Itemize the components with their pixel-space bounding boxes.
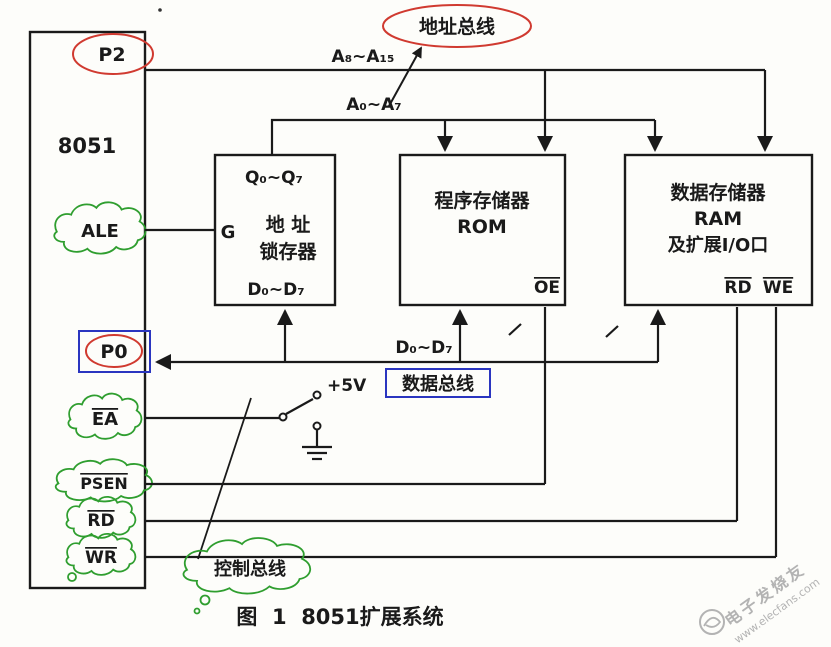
wr-cloud-doodle	[67, 572, 77, 582]
figure-caption: 图 1 8051扩展系统	[236, 605, 443, 629]
pin-p2-label: P2	[98, 44, 125, 66]
ram-type-label: RAM	[694, 208, 742, 230]
ram-io-label: 及扩展I/O口	[668, 234, 769, 256]
latch-name-line2: 锁存器	[259, 240, 317, 263]
ram-name-label: 数据存储器	[670, 181, 766, 204]
address-bus-leader-arrow	[388, 46, 422, 107]
latch-d-range-label: D₀~D₇	[247, 280, 304, 300]
pin-wr-label: WR	[85, 548, 117, 568]
tick-mark	[605, 325, 619, 338]
pin-psen-label: PSEN	[80, 474, 128, 493]
a-high-range-label: A₈~A₁₅	[332, 47, 395, 67]
rom-type-label: ROM	[457, 216, 507, 238]
cloud-tail-bubble-small	[193, 607, 201, 615]
latch-g-pin-label: G	[221, 222, 236, 243]
latch-q-range-label: Q₀~Q₇	[245, 168, 303, 188]
data-bus: D₀~D₇ 数据总线	[155, 309, 666, 398]
data-bus-label: 数据总线	[402, 373, 474, 395]
ram-rd-pin-label: RD	[724, 278, 751, 298]
p0-red-circle-annotation	[85, 334, 143, 368]
address-latch: Q₀~Q₇ G 地 址 锁存器 D₀~D₇	[145, 153, 337, 307]
ink-speck	[158, 8, 162, 12]
switch-lever	[285, 398, 314, 415]
cloud-tail-bubble-large	[199, 594, 211, 606]
switch-pole-contact	[278, 412, 288, 422]
ram-box	[623, 153, 814, 307]
watermark: 电子发烧友 www.elecfans.com	[699, 559, 822, 646]
watermark-logo	[699, 609, 725, 635]
rom-name-label: 程序存储器	[434, 189, 530, 212]
mcu-8051: 8051 P2 ALE P0 EA PSEN RD WR	[28, 30, 154, 590]
address-bus-callout: 地址总线	[382, 4, 532, 107]
rom-box	[398, 153, 567, 307]
pin-ea-label: EA	[92, 409, 118, 430]
control-bus-callout: 控制总线	[182, 397, 312, 615]
p2-red-circle-annotation	[72, 33, 154, 75]
ground-symbol	[302, 445, 332, 461]
pin-ale-label: ALE	[81, 221, 119, 242]
control-lines	[145, 307, 778, 559]
d-range-label: D₀~D₇	[395, 338, 452, 358]
program-memory-rom: 程序存储器 ROM OE	[398, 153, 567, 307]
a-low-bus-line	[270, 118, 655, 155]
vcc-label: +5V	[327, 376, 367, 396]
ea-switch-circuit: +5V	[145, 376, 367, 461]
address-bus-label: 地址总线	[419, 15, 495, 38]
mcu-box	[28, 30, 147, 590]
address-bus-low: A₀~A₇	[270, 95, 663, 155]
data-bus-blue-box-annotation	[385, 368, 491, 398]
pin-rd-label: RD	[87, 511, 114, 531]
rom-oe-pin-label: OE	[534, 278, 560, 298]
data-memory-ram: 数据存储器 RAM 及扩展I/O口 RD WE	[623, 153, 814, 307]
ram-we-pin-label: WE	[763, 278, 793, 298]
p0-blue-box-annotation	[78, 330, 151, 373]
mcu-label: 8051	[58, 134, 116, 158]
latch-name-line1: 地 址	[266, 213, 311, 236]
vcc-contact	[312, 390, 322, 400]
control-bus-label: 控制总线	[214, 558, 286, 580]
gnd-contact	[312, 421, 322, 431]
pin-p0-label: P0	[100, 341, 127, 363]
address-bus-red-circle-annotation	[382, 4, 532, 48]
watermark-logo-swirl	[703, 616, 722, 628]
tick-mark	[508, 323, 522, 336]
address-bus-high: A₈~A₁₅	[145, 47, 773, 152]
control-bus-leader-line	[197, 397, 252, 560]
a-low-range-label: A₀~A₇	[346, 95, 401, 115]
